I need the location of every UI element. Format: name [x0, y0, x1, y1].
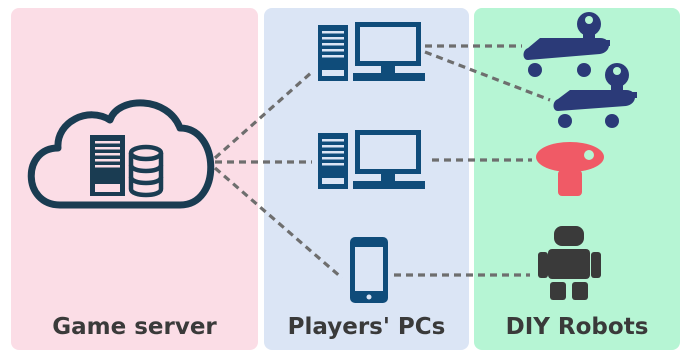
link-server-phone: [213, 166, 344, 280]
cloud-server-database-icon: [27, 99, 215, 209]
smartphone-icon: [350, 237, 388, 303]
desktop-computer-icon: [318, 22, 425, 81]
humanoid-robot-icon: [538, 226, 601, 300]
game-server-label: Game server: [52, 314, 217, 340]
server-tower-icon: [90, 135, 125, 196]
desktop-computer-icon: [318, 130, 425, 189]
database-icon: [128, 144, 164, 198]
wheeled-robot-icon: [523, 12, 610, 77]
diy-robots-label: DIY Robots: [505, 314, 649, 340]
players-pcs-label: Players' PCs: [287, 314, 446, 340]
wheeled-robot-icon: [553, 63, 637, 128]
link-server-pc1: [213, 70, 314, 160]
connection-lines: [213, 44, 551, 280]
ball-robot-icon: [536, 142, 604, 196]
link-pc1-robot2: [424, 50, 551, 102]
